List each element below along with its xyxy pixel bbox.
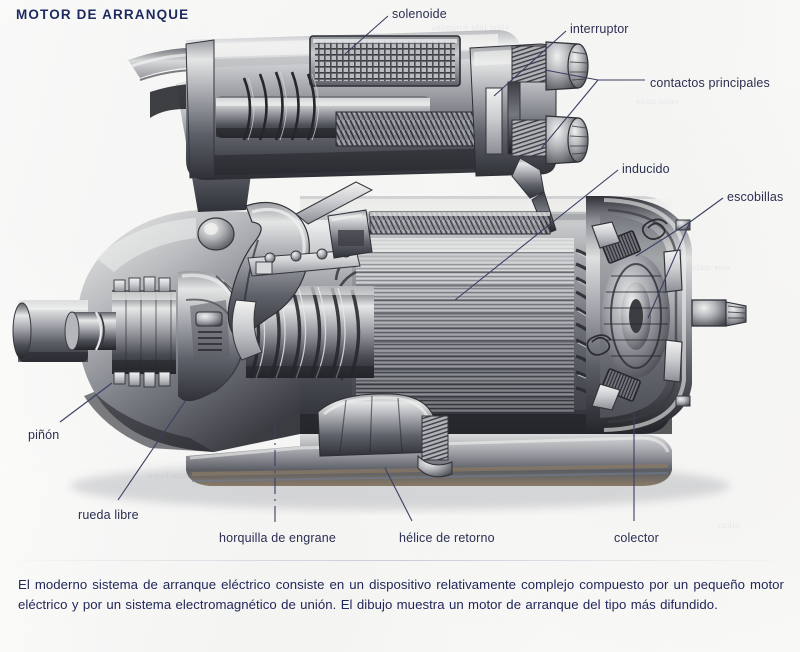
through-bolt (675, 219, 691, 407)
leader-lines (59, 15, 724, 522)
armature-core (300, 238, 609, 413)
plunger-return-spring (242, 71, 316, 141)
pinion-gear (64, 276, 176, 388)
field-connector-strap (511, 157, 545, 199)
clutch-roller (195, 311, 223, 327)
leader-contactos-principales-branch (539, 79, 599, 151)
shift-fork (197, 181, 374, 361)
leader-helice-de-retorno (384, 467, 413, 522)
label-interruptor: interruptor (570, 22, 629, 36)
label-helice-de-retorno: hélice de retorno (399, 531, 495, 545)
leader-interruptor (493, 30, 567, 97)
label-solenoide: solenoide (392, 7, 447, 21)
fork-link-rod (295, 181, 374, 225)
label-escobillas: escobillas (727, 190, 784, 204)
leader-rueda-libre (117, 399, 187, 501)
end-cap-bolt (691, 299, 747, 327)
label-pinon: piñón (28, 428, 60, 442)
solenoid-assembly (185, 30, 557, 180)
brush-spring-lower (586, 334, 612, 356)
fork-pivot (197, 217, 235, 251)
mounting-bolt (417, 415, 453, 478)
caption-divider (0, 560, 800, 561)
caption-text: El moderno sistema de arranque eléctrico… (18, 577, 784, 612)
commutator-end-housing (586, 196, 747, 434)
solenoid-winding-window (309, 35, 461, 87)
brush-spring-upper (641, 218, 668, 240)
label-horquilla-de-engrane: horquilla de engrane (219, 531, 336, 545)
commutator (602, 254, 670, 378)
moving-contact-bar (485, 87, 503, 155)
label-contactos-principales: contactos principales (650, 76, 770, 90)
page-title: MOTOR DE ARRANQUE (16, 7, 190, 22)
clutch-spring (198, 331, 222, 351)
field-coil-detail (369, 211, 551, 235)
solenoid-coil-hatch (335, 111, 487, 147)
label-colector: colector (614, 531, 659, 545)
helical-splines (246, 286, 374, 379)
label-rueda-libre: rueda libre (78, 508, 139, 522)
starter-motor-cutaway-illustration (12, 15, 747, 522)
pinion-teeth (113, 276, 171, 388)
leader-inducido (454, 169, 619, 301)
field-terminal-bracket (327, 209, 373, 259)
label-inducido: inducido (622, 162, 670, 176)
brush-holder-plate (591, 221, 683, 411)
leader-solenoide (344, 15, 389, 55)
leader-pinon (59, 382, 113, 423)
mounting-boss (317, 393, 453, 478)
leader-escobillas-branch (647, 221, 691, 319)
